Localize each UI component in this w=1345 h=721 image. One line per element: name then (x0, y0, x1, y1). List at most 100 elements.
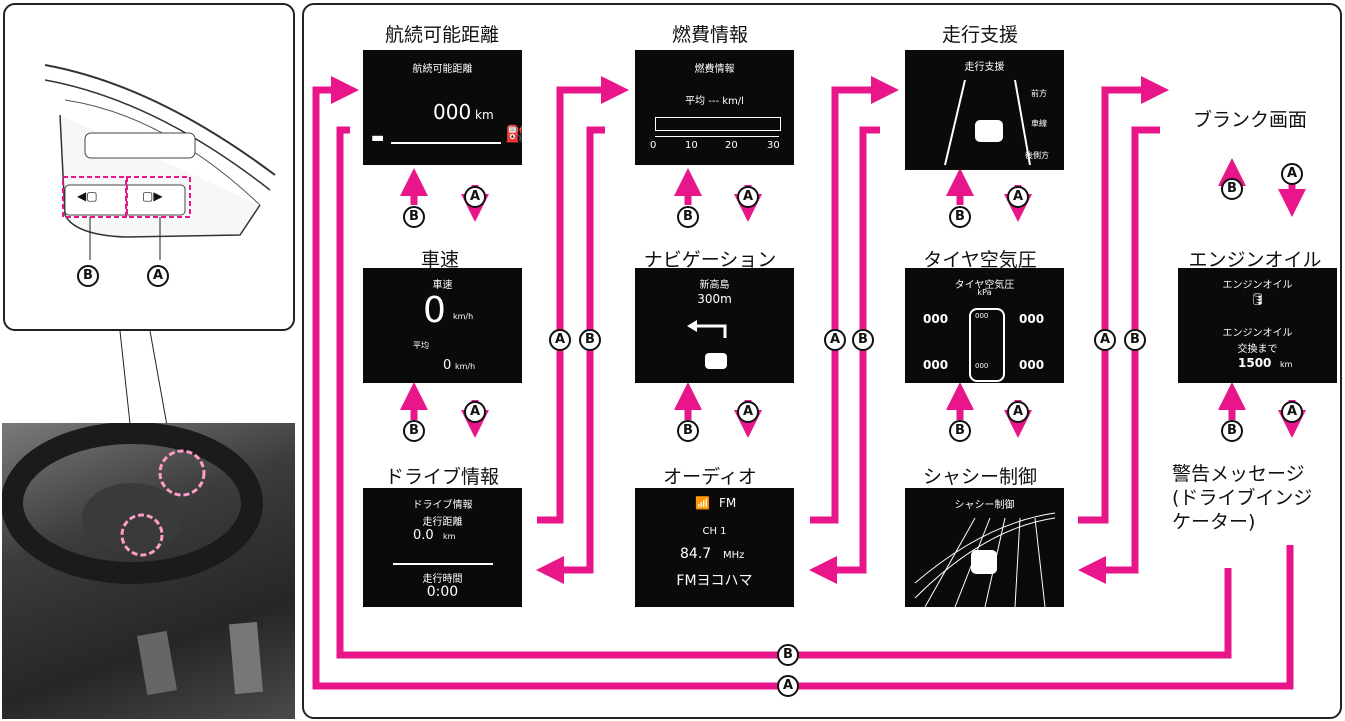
nav-distance: 300m (697, 292, 732, 306)
drive-bar (393, 563, 493, 565)
label-a: A (147, 265, 169, 287)
label-b: B (852, 329, 874, 351)
label-a: A (737, 401, 759, 423)
label-a: A (777, 675, 799, 697)
range-value: 000 (433, 100, 472, 124)
assist-front: 前方 (1031, 89, 1047, 98)
label-b: B (949, 420, 971, 442)
label-a: A (464, 401, 486, 423)
time-value: 0:00 (426, 584, 459, 600)
drive-screen: ドライブ情報 走行距離 0.0 km 走行時間 0:00 (363, 488, 522, 607)
blank-title: ブランク画面 (1192, 109, 1307, 131)
fuel-screen-title: 燃費情報 (694, 64, 735, 75)
assist-road-icon (944, 79, 1031, 166)
range-bar (391, 142, 501, 144)
drive-title: ドライブ情報 (384, 466, 499, 488)
label-b: B (1221, 420, 1243, 442)
oil-screen: エンジンオイル 🛢 エンジンオイル 交換まで 1500 km (1178, 268, 1337, 383)
label-b: B (1124, 329, 1146, 351)
assist-lane: 車線 (1031, 119, 1047, 128)
drive-screen-title: ドライブ情報 (412, 500, 473, 511)
nav-title: ナビゲーション (643, 249, 777, 271)
range-screen: 航続可能距離 000 km ▬ ⛽ (363, 50, 522, 165)
dashboard-photo (2, 423, 295, 719)
assist-screen: 走行支援 前方 車線 後側方 (905, 50, 1064, 170)
warning-line-1: 警告メッセージ (1172, 463, 1305, 485)
nav-screen: 新高島 300m (635, 268, 794, 383)
label-b: B (677, 420, 699, 442)
label-a: A (464, 186, 486, 208)
speed-unit: km/h (453, 312, 474, 321)
tire-screen-title: タイヤ空気圧 (954, 280, 1015, 291)
label-a: A (737, 186, 759, 208)
antenna-icon: 📶 (695, 496, 710, 510)
time-label: 走行時間 (422, 574, 463, 585)
tire-rr: 000 (1019, 358, 1045, 372)
oil-screen-title: エンジンオイル (1222, 280, 1293, 291)
tick-20: 20 (725, 140, 738, 151)
oil-value: 1500 (1238, 356, 1272, 370)
distance-label: 走行距離 (422, 517, 463, 528)
chassis-screen: シャシー制御 (905, 488, 1064, 607)
steering-switch-detail-panel: ◀▢ ▢▶ B A (3, 3, 295, 331)
oil-unit: km (1280, 360, 1293, 369)
audio-title: オーディオ (663, 466, 757, 488)
tick-0: 0 (650, 140, 657, 151)
oil-until: 交換まで (1237, 344, 1278, 355)
range-unit: km (475, 108, 494, 122)
tire-rl: 000 (923, 358, 949, 372)
button-a-highlight (125, 176, 191, 218)
fuel-avg: 平均 --- km/l (685, 96, 744, 107)
label-a: A (1007, 401, 1029, 423)
turn-arrow-icon (687, 320, 727, 369)
label-b: B (1221, 178, 1243, 200)
tire-screen: タイヤ空気圧 kPa 000 000 000 000 000 000 (905, 268, 1064, 383)
audio-channel: CH 1 (702, 526, 727, 537)
label-a: A (824, 329, 846, 351)
warning-line-3: ケーター) (1172, 511, 1256, 533)
audio-freq-unit: MHz (723, 550, 745, 561)
label-a: A (1094, 329, 1116, 351)
speed-value: 0 (423, 290, 446, 331)
audio-station: FMヨコハマ (676, 573, 753, 589)
chassis-grid-icon (914, 512, 1056, 607)
range-title: 航続可能距離 (384, 24, 499, 46)
tire-fr: 000 (1019, 312, 1045, 326)
tire-car-icon (969, 308, 1005, 382)
audio-screen: 📶 FM CH 1 84.7 MHz FMヨコハマ (635, 488, 794, 607)
label-a: A (1007, 186, 1029, 208)
label-a: A (1281, 163, 1303, 185)
chassis-title: シャシー制御 (922, 466, 1037, 488)
right-arrow-button[interactable]: ▢▶ (142, 189, 163, 203)
fuel-pump-icon: ⛽ (505, 124, 522, 143)
label-b: B (77, 265, 99, 287)
label-b: B (949, 206, 971, 228)
warning-line-2: (ドライブインジ (1172, 487, 1313, 509)
oil-title: エンジンオイル (1188, 249, 1322, 271)
tick-30: 30 (767, 140, 780, 151)
tire-unit: kPa (977, 288, 992, 297)
oil-label: エンジンオイル (1222, 328, 1293, 339)
highlight-circle-display (158, 449, 206, 497)
fuel-screen: 燃費情報 平均 --- km/l 0 10 20 30 (635, 50, 794, 165)
assist-rear: 後側方 (1025, 151, 1049, 160)
speed-avg-unit: km/h (455, 362, 476, 371)
assist-title: 走行支援 (941, 24, 1018, 46)
audio-freq: 84.7 (680, 546, 712, 562)
tick-10: 10 (685, 140, 698, 151)
label-b: B (677, 206, 699, 228)
tire-wheel-rear: 000 (975, 362, 989, 370)
speed-avg-value: 0 (443, 358, 452, 373)
label-b: B (777, 644, 799, 666)
steering-switch-illustration (44, 64, 276, 260)
tire-title: タイヤ空気圧 (923, 249, 1037, 271)
audio-band: FM (719, 496, 737, 510)
oil-can-icon: 🛢 (1249, 292, 1266, 306)
label-b: B (579, 329, 601, 351)
nav-place: 新高島 (699, 280, 730, 291)
speed-screen: 車速 0 km/h 平均 0 km/h (363, 268, 522, 383)
left-arrow-button[interactable]: ◀▢ (77, 189, 98, 203)
speed-title: 車速 (420, 249, 459, 271)
label-b: B (403, 420, 425, 442)
speed-avg-label: 平均 (413, 341, 429, 350)
